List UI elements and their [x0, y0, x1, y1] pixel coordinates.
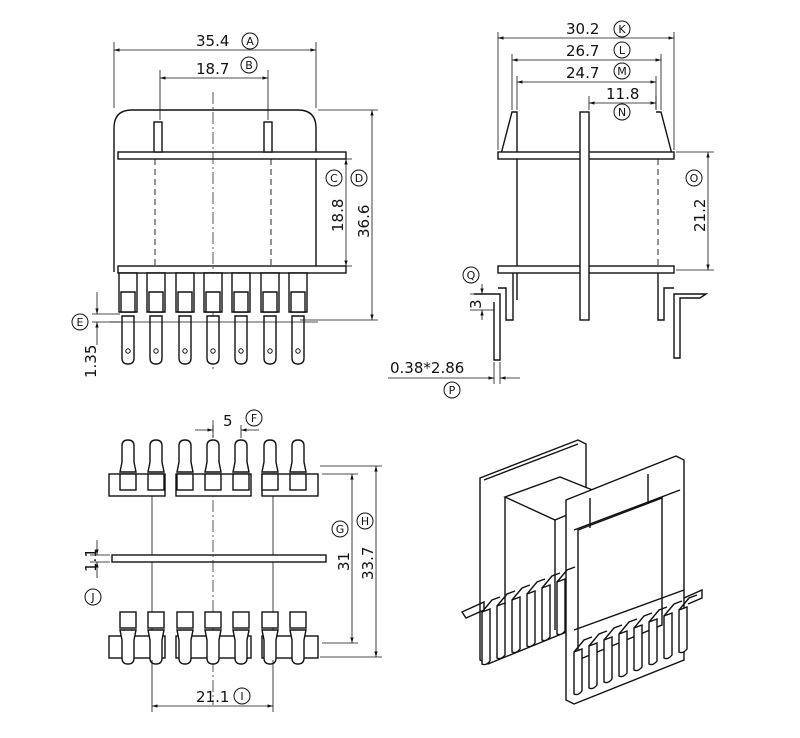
front-pin — [203, 272, 223, 365]
bottom-pin — [232, 611, 250, 665]
bottom-pin — [176, 611, 194, 665]
dim-B: 18.7 B — [159, 56, 269, 120]
dim-I: 21.1 I — [151, 660, 274, 712]
bottom-view-pins-bottom — [108, 611, 319, 665]
iso-pin — [511, 584, 531, 654]
bottom-pin — [261, 611, 279, 665]
dim-O-label: O — [690, 172, 699, 185]
bottom-pin — [119, 439, 137, 491]
dim-I-label: I — [240, 690, 243, 703]
iso-pin — [633, 612, 653, 672]
dim-P-label: P — [449, 384, 456, 397]
dim-P: 0.38*2.86 P — [388, 359, 520, 399]
dim-G: 31 G — [322, 473, 358, 644]
dim-H-value: 33.7 — [359, 547, 377, 580]
dim-Q-label: Q — [467, 269, 476, 282]
dim-J: 1.1 J — [82, 540, 110, 606]
dim-N-label: N — [618, 106, 626, 119]
dim-N: 11.8 N — [588, 85, 657, 121]
iso-pin — [573, 636, 593, 696]
iso-pin — [556, 566, 576, 636]
iso-pin — [648, 606, 668, 666]
dim-N-value: 11.8 — [606, 85, 639, 103]
front-pin — [231, 272, 251, 365]
side-view — [474, 111, 709, 361]
front-view — [110, 92, 347, 372]
bottom-view — [108, 420, 327, 705]
dim-D-label: D — [355, 172, 363, 185]
dim-H-label: H — [361, 515, 369, 528]
dim-L: 26.7 L — [511, 41, 662, 110]
iso-pin — [588, 630, 608, 690]
front-view-pins — [110, 272, 318, 365]
dim-Q: 3 Q — [462, 266, 494, 320]
bottom-pin — [204, 611, 222, 665]
dim-G-value: 31 — [335, 552, 353, 571]
dim-D-value: 36.6 — [355, 205, 373, 238]
dim-B-label: B — [245, 59, 253, 72]
iso-pins-left — [481, 566, 576, 666]
dim-F-value: 5 — [223, 412, 233, 430]
dim-K-label: K — [618, 23, 626, 36]
dim-C-label: C — [330, 172, 338, 185]
dim-L-label: L — [619, 44, 626, 57]
bottom-pin — [232, 439, 250, 491]
dim-K: 30.2 K — [497, 20, 675, 150]
iso-pin — [603, 624, 623, 684]
dim-A-label: A — [246, 35, 254, 48]
dim-H: 33.7 H — [320, 465, 382, 658]
dim-O-value: 21.2 — [691, 199, 709, 232]
front-pin — [146, 272, 166, 365]
iso-pin — [678, 594, 698, 654]
dim-E-value: 1.35 — [82, 345, 100, 378]
dim-O: 21.2 O — [676, 151, 714, 271]
dim-C-value: 18.8 — [329, 199, 347, 232]
iso-pin — [663, 600, 683, 660]
dim-F: 5 F — [195, 409, 263, 438]
dim-I-value: 21.1 — [196, 688, 229, 706]
bottom-view-pins-top — [108, 439, 319, 497]
front-pin — [118, 272, 138, 365]
dim-B-value: 18.7 — [196, 60, 229, 78]
bottom-pin — [261, 439, 279, 491]
dim-D: 36.6 D — [300, 109, 378, 321]
iso-pins-right — [573, 594, 698, 696]
bottom-pin — [289, 611, 307, 665]
dim-E: 1.35 E — [71, 292, 120, 378]
iso-pin — [618, 618, 638, 678]
front-pin — [288, 272, 308, 365]
dim-Q-value: 3 — [467, 299, 485, 309]
bottom-pin — [147, 611, 165, 665]
dim-L-value: 26.7 — [566, 42, 599, 60]
front-pin — [175, 272, 195, 365]
dim-E-label: E — [77, 316, 84, 329]
bottom-pin — [147, 439, 165, 491]
dim-J-label: J — [90, 591, 94, 604]
dim-P-value: 0.38*2.86 — [390, 359, 464, 377]
front-pin — [260, 272, 280, 365]
dim-J-value: 1.1 — [82, 548, 100, 572]
dim-K-value: 30.2 — [566, 20, 599, 38]
bottom-pin — [289, 439, 307, 491]
bottom-pin — [204, 439, 222, 491]
dim-F-label: F — [251, 412, 257, 425]
dim-C: 18.8 C — [320, 158, 352, 267]
iso-pin — [541, 572, 561, 642]
dim-M-value: 24.7 — [566, 64, 599, 82]
iso-pin — [496, 590, 516, 660]
dim-M: 24.7 M — [516, 62, 657, 110]
dim-G-label: G — [336, 523, 345, 536]
bottom-pin — [176, 439, 194, 491]
dim-A: 35.4 A — [113, 32, 317, 108]
iso-pin — [481, 596, 501, 666]
bottom-pin — [119, 611, 137, 665]
iso-pin — [526, 578, 546, 648]
dim-M-label: M — [617, 65, 627, 78]
dim-A-value: 35.4 — [196, 32, 229, 50]
isometric-view — [460, 439, 703, 705]
